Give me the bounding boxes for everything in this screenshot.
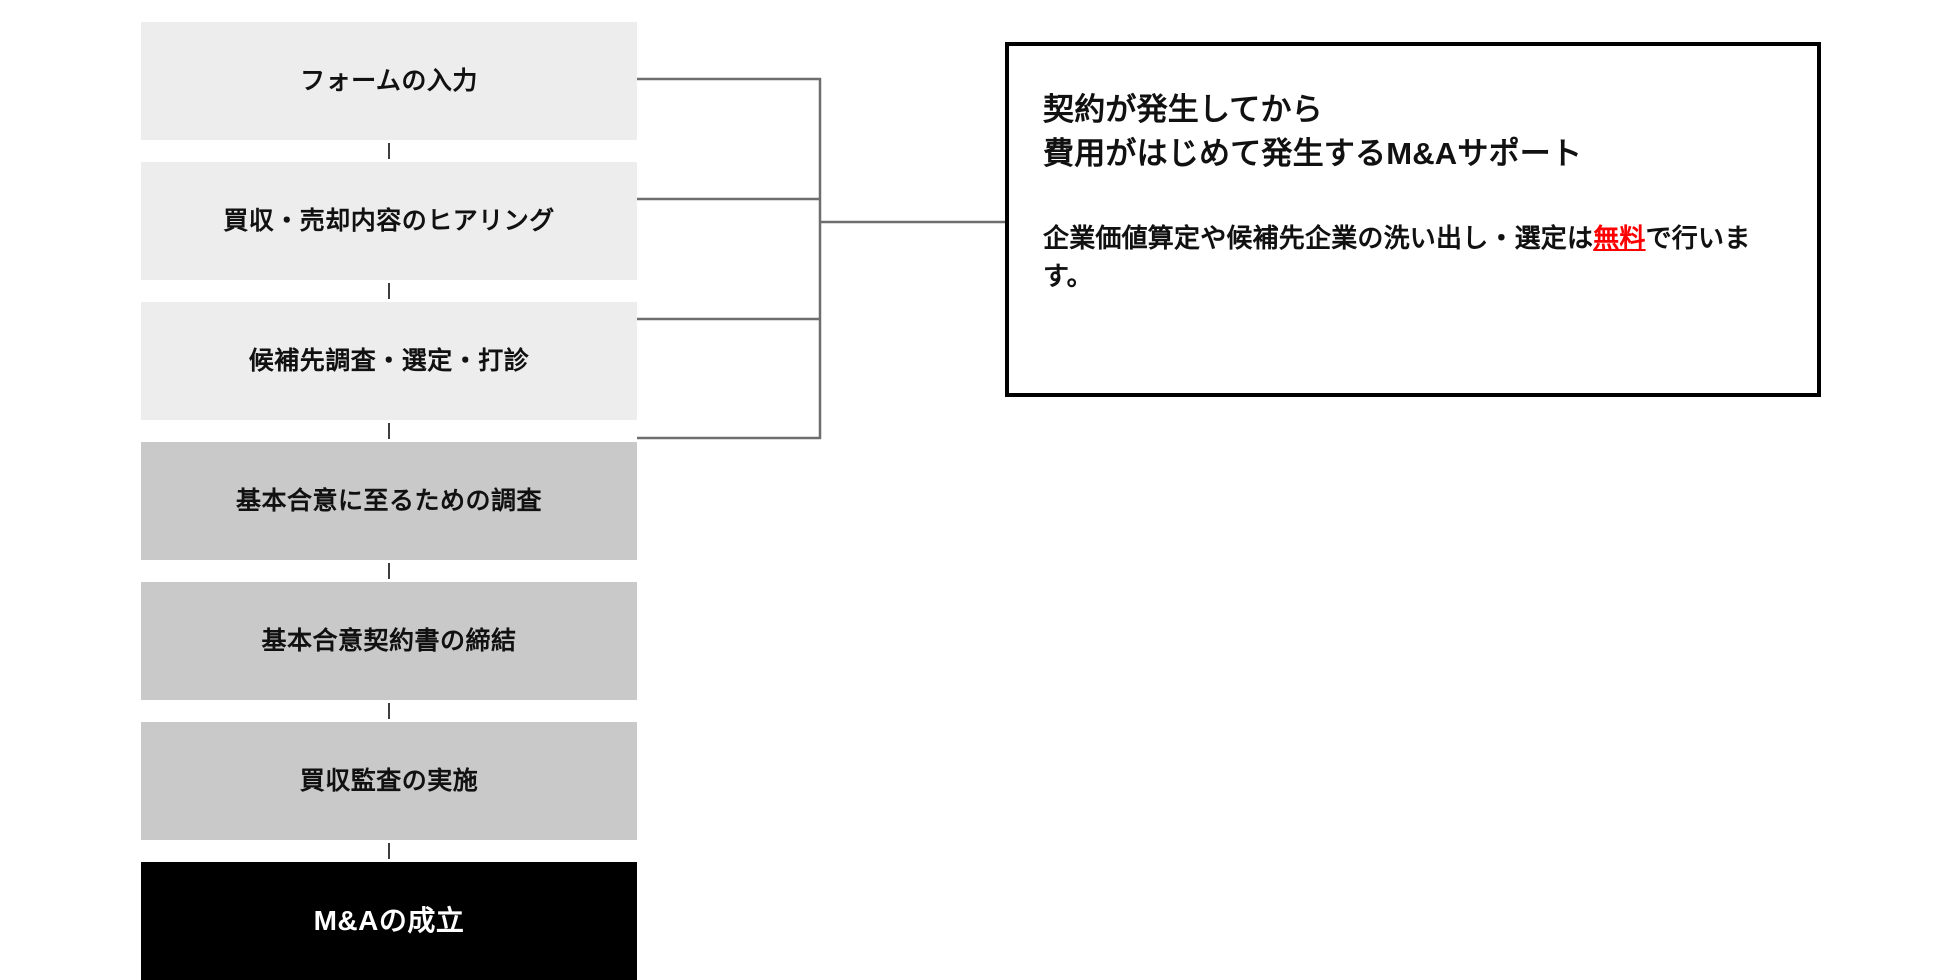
connector-tick-icon	[388, 143, 390, 159]
flow-step-label: フォームの入力	[300, 67, 478, 95]
connector-tick-icon	[388, 843, 390, 859]
callout-title: 契約が発生してから費用がはじめて発生するM&Aサポート	[1043, 88, 1783, 176]
callout-body-before: 企業価値算定や候補先企業の洗い出し・選定は	[1043, 223, 1594, 254]
flow-step-1[interactable]: フォームの入力	[141, 22, 637, 140]
connector-tick-icon	[388, 563, 390, 579]
callout-body: 企業価値算定や候補先企業の洗い出し・選定は無料で行います。	[1043, 220, 1783, 295]
connector-tick-icon	[388, 703, 390, 719]
flow-connector-2	[141, 280, 637, 302]
callout-body-highlight-free: 無料	[1593, 223, 1646, 254]
flow-connector-6	[141, 840, 637, 862]
flow-step-label: 候補先調査・選定・打診	[248, 347, 530, 375]
callout-title-line-1: 契約が発生してから	[1043, 92, 1323, 127]
flow-step-label: 基本合意に至るための調査	[235, 487, 542, 515]
flow-step-4[interactable]: 基本合意に至るための調査	[141, 442, 637, 560]
flow-connector-4	[141, 560, 637, 582]
flow-connector-3	[141, 420, 637, 442]
flow-step-5[interactable]: 基本合意契約書の締結	[141, 582, 637, 700]
fee-callout-box: 契約が発生してから費用がはじめて発生するM&Aサポート 企業価値算定や候補先企業…	[1005, 42, 1821, 397]
flow-step-6[interactable]: 買収監査の実施	[141, 722, 637, 840]
flow-step-label: 買収監査の実施	[299, 767, 479, 795]
flow-step-2[interactable]: 買収・売却内容のヒアリング	[141, 162, 637, 280]
callout-title-line-2: 費用がはじめて発生するM&Aサポート	[1043, 136, 1583, 172]
flow-step-3[interactable]: 候補先調査・選定・打診	[141, 302, 637, 420]
flow-step-label: 買収・売却内容のヒアリング	[223, 207, 555, 235]
connector-tick-icon	[388, 423, 390, 439]
flow-step-label: M&Aの成立	[313, 905, 465, 937]
flow-step-label: 基本合意契約書の締結	[261, 627, 517, 655]
process-flow-column: フォームの入力 買収・売却内容のヒアリング 候補先調査・選定・打診 基本合意に至…	[141, 22, 637, 980]
connector-tick-icon	[388, 283, 390, 299]
bracket-connector	[637, 77, 1007, 440]
callout-body-after: で行います。	[1043, 223, 1751, 291]
flow-step-7[interactable]: M&Aの成立	[141, 862, 637, 980]
flow-connector-1	[141, 140, 637, 162]
flow-connector-5	[141, 700, 637, 722]
